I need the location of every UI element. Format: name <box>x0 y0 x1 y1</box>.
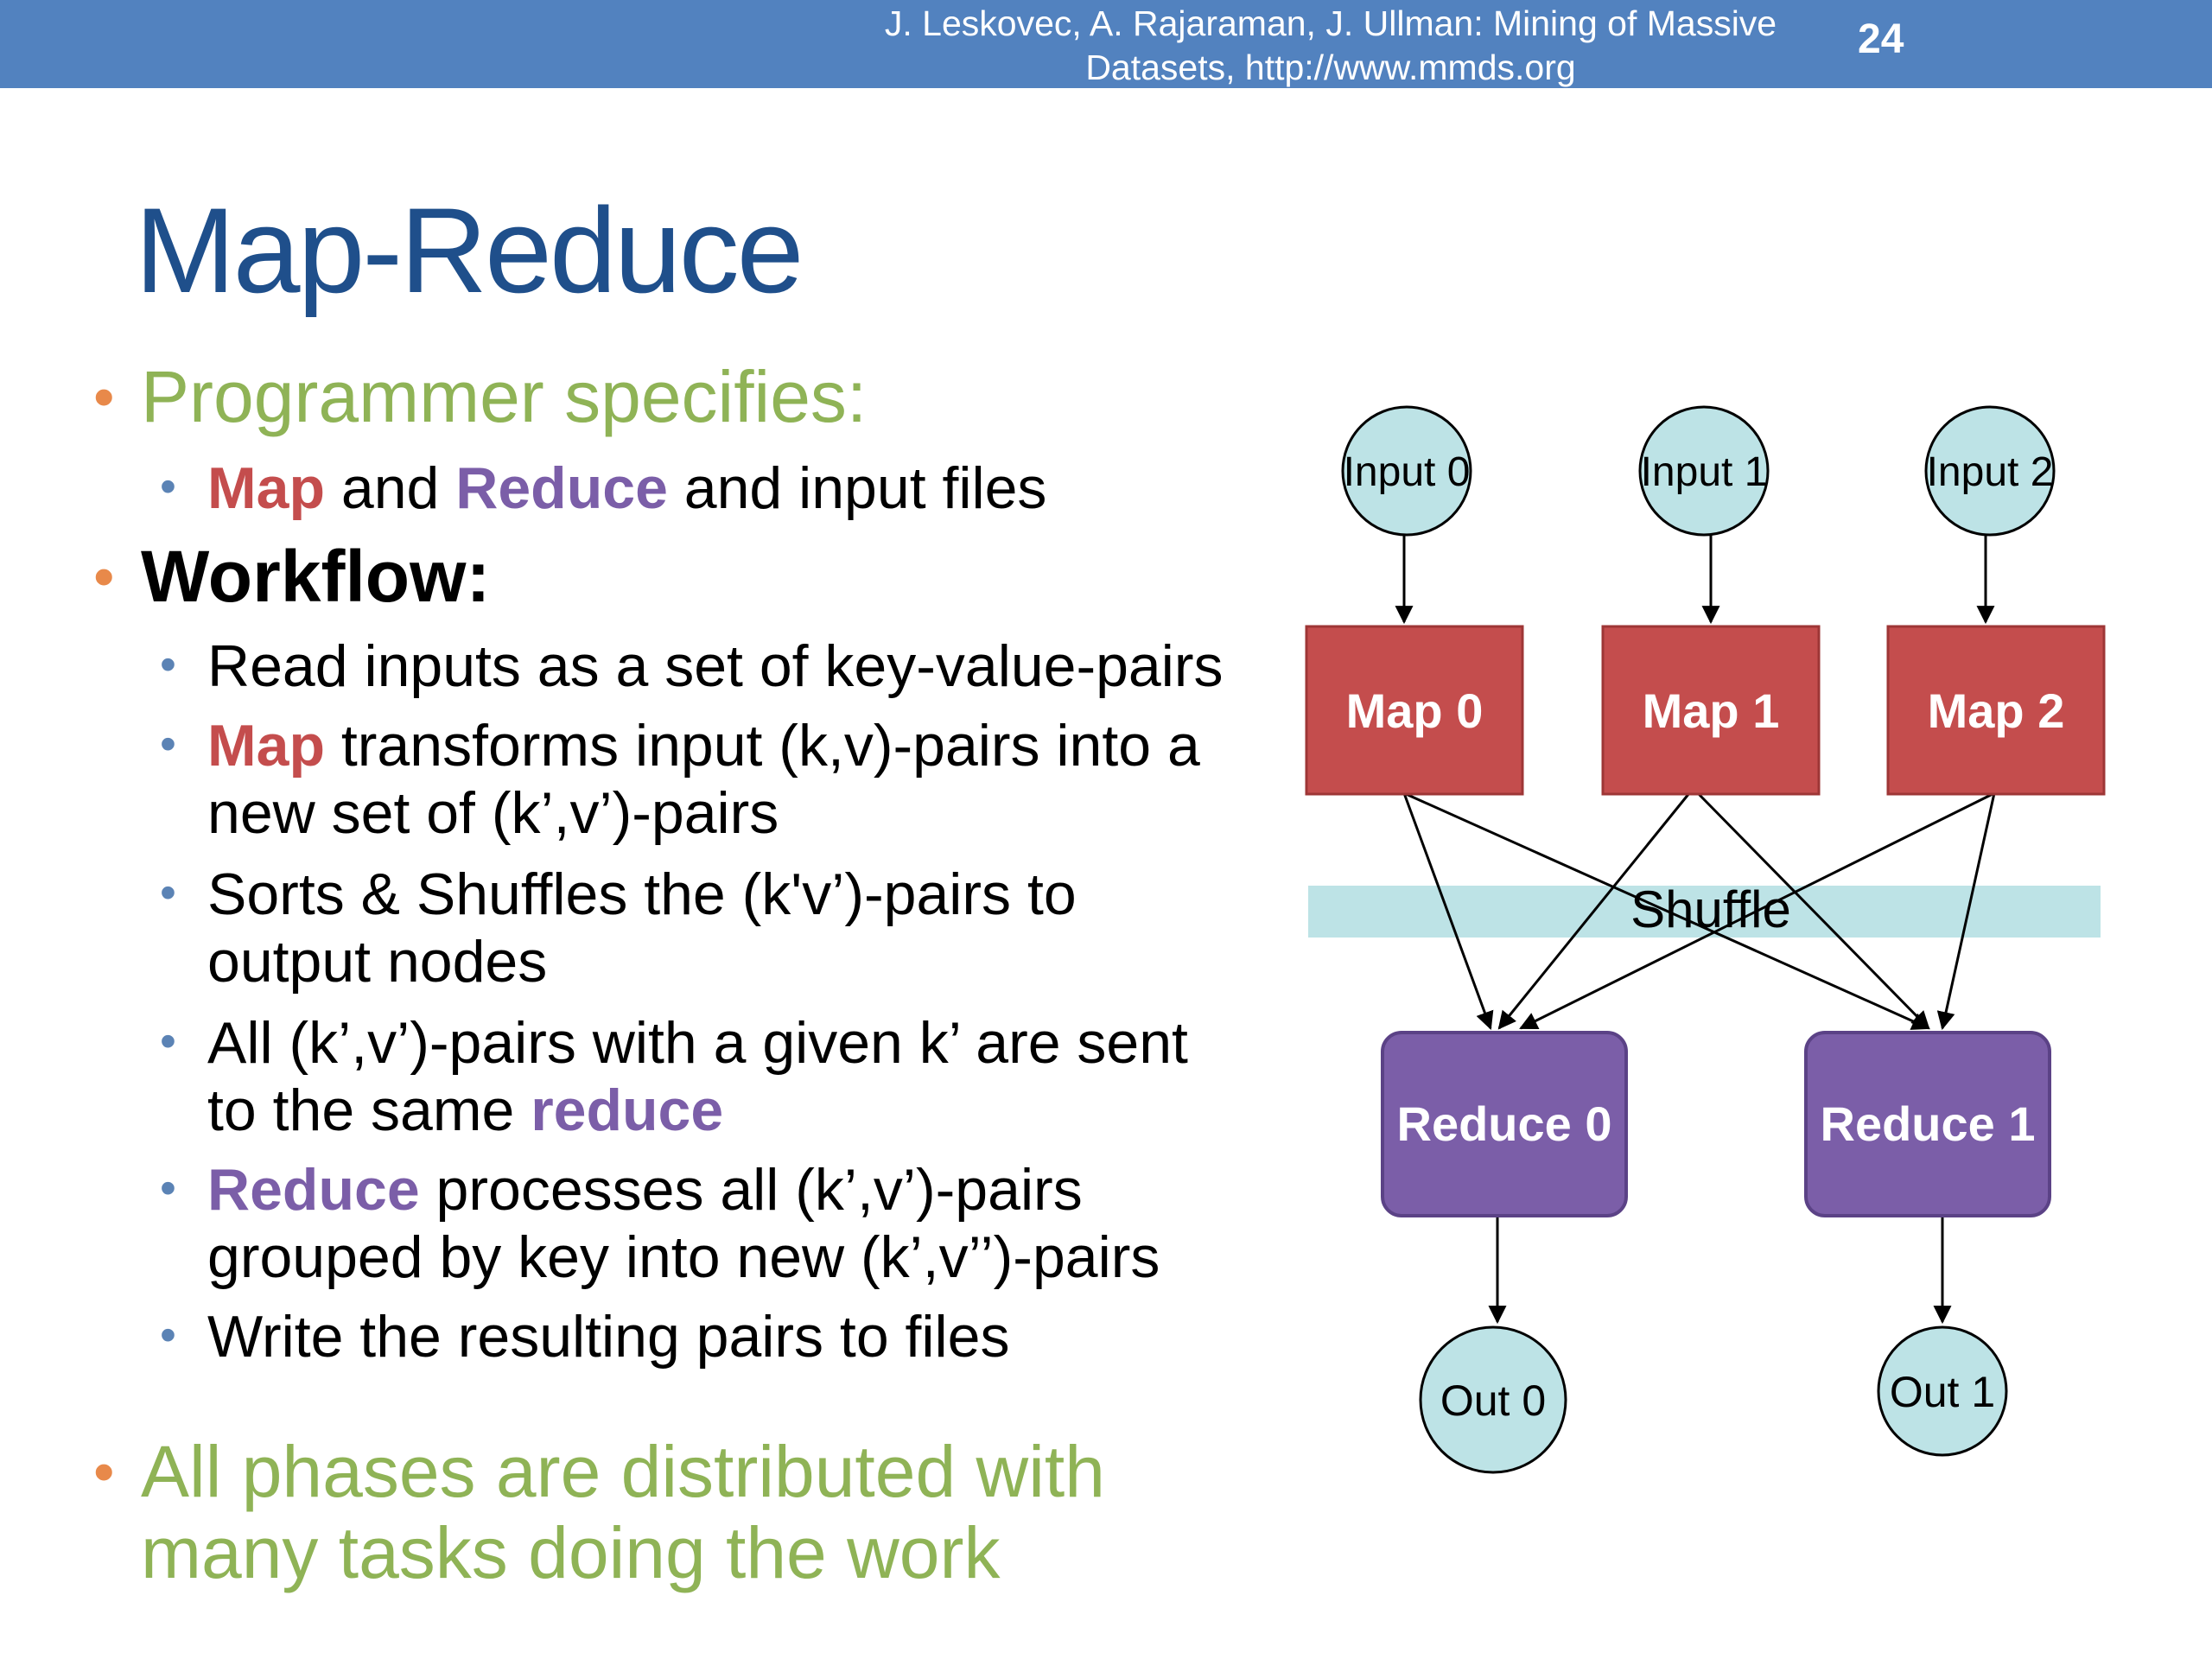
input-nodes: Input 0 Input 1 Input 2 <box>1341 405 2056 537</box>
reduce-node-1 <box>1804 1031 2051 1217</box>
header-credit: J. Leskovec, A. Rajaraman, J. Ullman: Mi… <box>804 2 1858 90</box>
text-span: Sorts & Shuffles the (k'v’)-pairs to <box>207 861 1077 927</box>
map-label-2: Map 2 <box>1928 683 2065 738</box>
bullet-text: Workflow: <box>141 536 491 617</box>
arrow-map0-reduce0 <box>1402 792 1494 1030</box>
header-bar: J. Leskovec, A. Rajaraman, J. Ullman: Mi… <box>0 0 2212 88</box>
sub-bullet-map-reduce-files: • Map and Reduce and input files <box>160 454 1047 522</box>
sub-bullet-map-transforms: • Map transforms input (k,v)-pairs into … <box>160 712 1200 847</box>
arrow-map1-reduce0 <box>1497 792 1691 1030</box>
bullet-dot: • <box>160 1309 176 1361</box>
bullet-dot: • <box>160 1162 176 1214</box>
text-span: and <box>325 455 456 521</box>
sub-bullet-reduce-processes: • Reduce processes all (k’,v’)-pairs gro… <box>160 1156 1160 1291</box>
text-span: many tasks doing the work <box>141 1512 1001 1593</box>
input-node-2 <box>1924 405 2056 537</box>
map-node-0 <box>1305 625 1524 796</box>
bullet-dot: • <box>93 1438 115 1505</box>
input-map-arrows <box>1395 534 1995 625</box>
bullet-dot: • <box>93 363 115 430</box>
text-span: to the same <box>207 1077 531 1143</box>
bullet-text: Read inputs as a set of key-value-pairs <box>207 633 1224 699</box>
text-span: grouped by key into new (k’,v’’)-pairs <box>207 1224 1160 1290</box>
arrow-map1-reduce1 <box>1696 791 1930 1030</box>
text-span: transforms input (k,v)-pairs into a <box>325 713 1200 779</box>
sub-bullet-same-reduce: • All (k’,v’)-pairs with a given k’ are … <box>160 1009 1188 1144</box>
reduce-word: reduce <box>531 1077 724 1143</box>
text-span: All (k’,v’)-pairs with a given k’ are se… <box>207 1010 1188 1076</box>
text-span: All phases are distributed with <box>141 1431 1105 1512</box>
map-node-1 <box>1601 625 1821 796</box>
input-node-1 <box>1638 405 1770 537</box>
map-word: Map <box>207 713 325 779</box>
reduce-label-0: Reduce 0 <box>1397 1096 1612 1151</box>
reduce-word: Reduce <box>455 455 668 521</box>
input-label-2: Input 2 <box>1927 449 2054 495</box>
map-label-1: Map 1 <box>1643 683 1780 738</box>
bullet-text: Programmer specifies: <box>141 356 868 437</box>
arrow-map2-reduce1 <box>1936 792 1996 1031</box>
page-number: 24 <box>1858 16 1904 62</box>
bullet-all-phases: • All phases are distributed with many t… <box>93 1431 1105 1593</box>
output-nodes: Out 0 Out 1 <box>1419 1325 2008 1474</box>
reduce-word: Reduce <box>207 1157 420 1223</box>
reduce-label-1: Reduce 1 <box>1821 1096 2036 1151</box>
bullet-dot: • <box>160 1015 176 1067</box>
input-node-0 <box>1341 405 1472 537</box>
arrow-map2-reduce0 <box>1519 791 1995 1030</box>
out-label-1: Out 1 <box>1890 1368 1995 1416</box>
text-span: output nodes <box>207 929 548 995</box>
bullet-dot: • <box>160 867 176 918</box>
out-node-1 <box>1877 1325 2008 1457</box>
input-label-0: Input 0 <box>1344 449 1471 495</box>
bullet-workflow: • Workflow: <box>93 536 491 617</box>
sub-bullet-read-inputs: • Read inputs as a set of key-value-pair… <box>160 632 1224 700</box>
shuffle-arrows <box>1402 791 1996 1031</box>
bullet-dot: • <box>93 543 115 610</box>
map-label-0: Map 0 <box>1346 683 1484 738</box>
map-word: Map <box>207 455 325 521</box>
input-label-1: Input 1 <box>1641 449 1768 495</box>
reduce-nodes: Reduce 0 Reduce 1 <box>1381 1031 2051 1217</box>
credit-line-1: J. Leskovec, A. Rajaraman, J. Ullman: Mi… <box>884 3 1777 43</box>
map-node-2 <box>1886 625 2106 796</box>
sub-bullet-sorts-shuffles: • Sorts & Shuffles the (k'v’)-pairs to o… <box>160 861 1077 995</box>
out-node-0 <box>1419 1325 1567 1474</box>
shuffle-label: Shuffle <box>1630 880 1791 938</box>
bullet-text: Write the resulting pairs to files <box>207 1304 1010 1370</box>
bullet-dot: • <box>160 639 176 690</box>
bullet-dot: • <box>160 718 176 770</box>
out-label-0: Out 0 <box>1440 1376 1546 1425</box>
reduce-out-arrows <box>1488 1217 1952 1325</box>
text-span: and input files <box>667 455 1047 521</box>
bullet-programmer-specifies: • Programmer specifies: <box>93 356 868 437</box>
bullet-dot: • <box>160 461 176 512</box>
text-span: processes all (k’,v’)-pairs <box>419 1157 1083 1223</box>
reduce-node-0 <box>1381 1031 1628 1217</box>
text-span: new set of (k’,v’)-pairs <box>207 780 779 846</box>
sub-bullet-write-files: • Write the resulting pairs to files <box>160 1303 1010 1370</box>
arrow-map0-reduce1 <box>1403 791 1930 1030</box>
slide-title: Map-Reduce <box>135 182 804 318</box>
map-nodes: Map 0 Map 1 Map 2 <box>1305 625 2106 796</box>
credit-line-2: Datasets, http://www.mmds.org <box>1085 48 1576 87</box>
